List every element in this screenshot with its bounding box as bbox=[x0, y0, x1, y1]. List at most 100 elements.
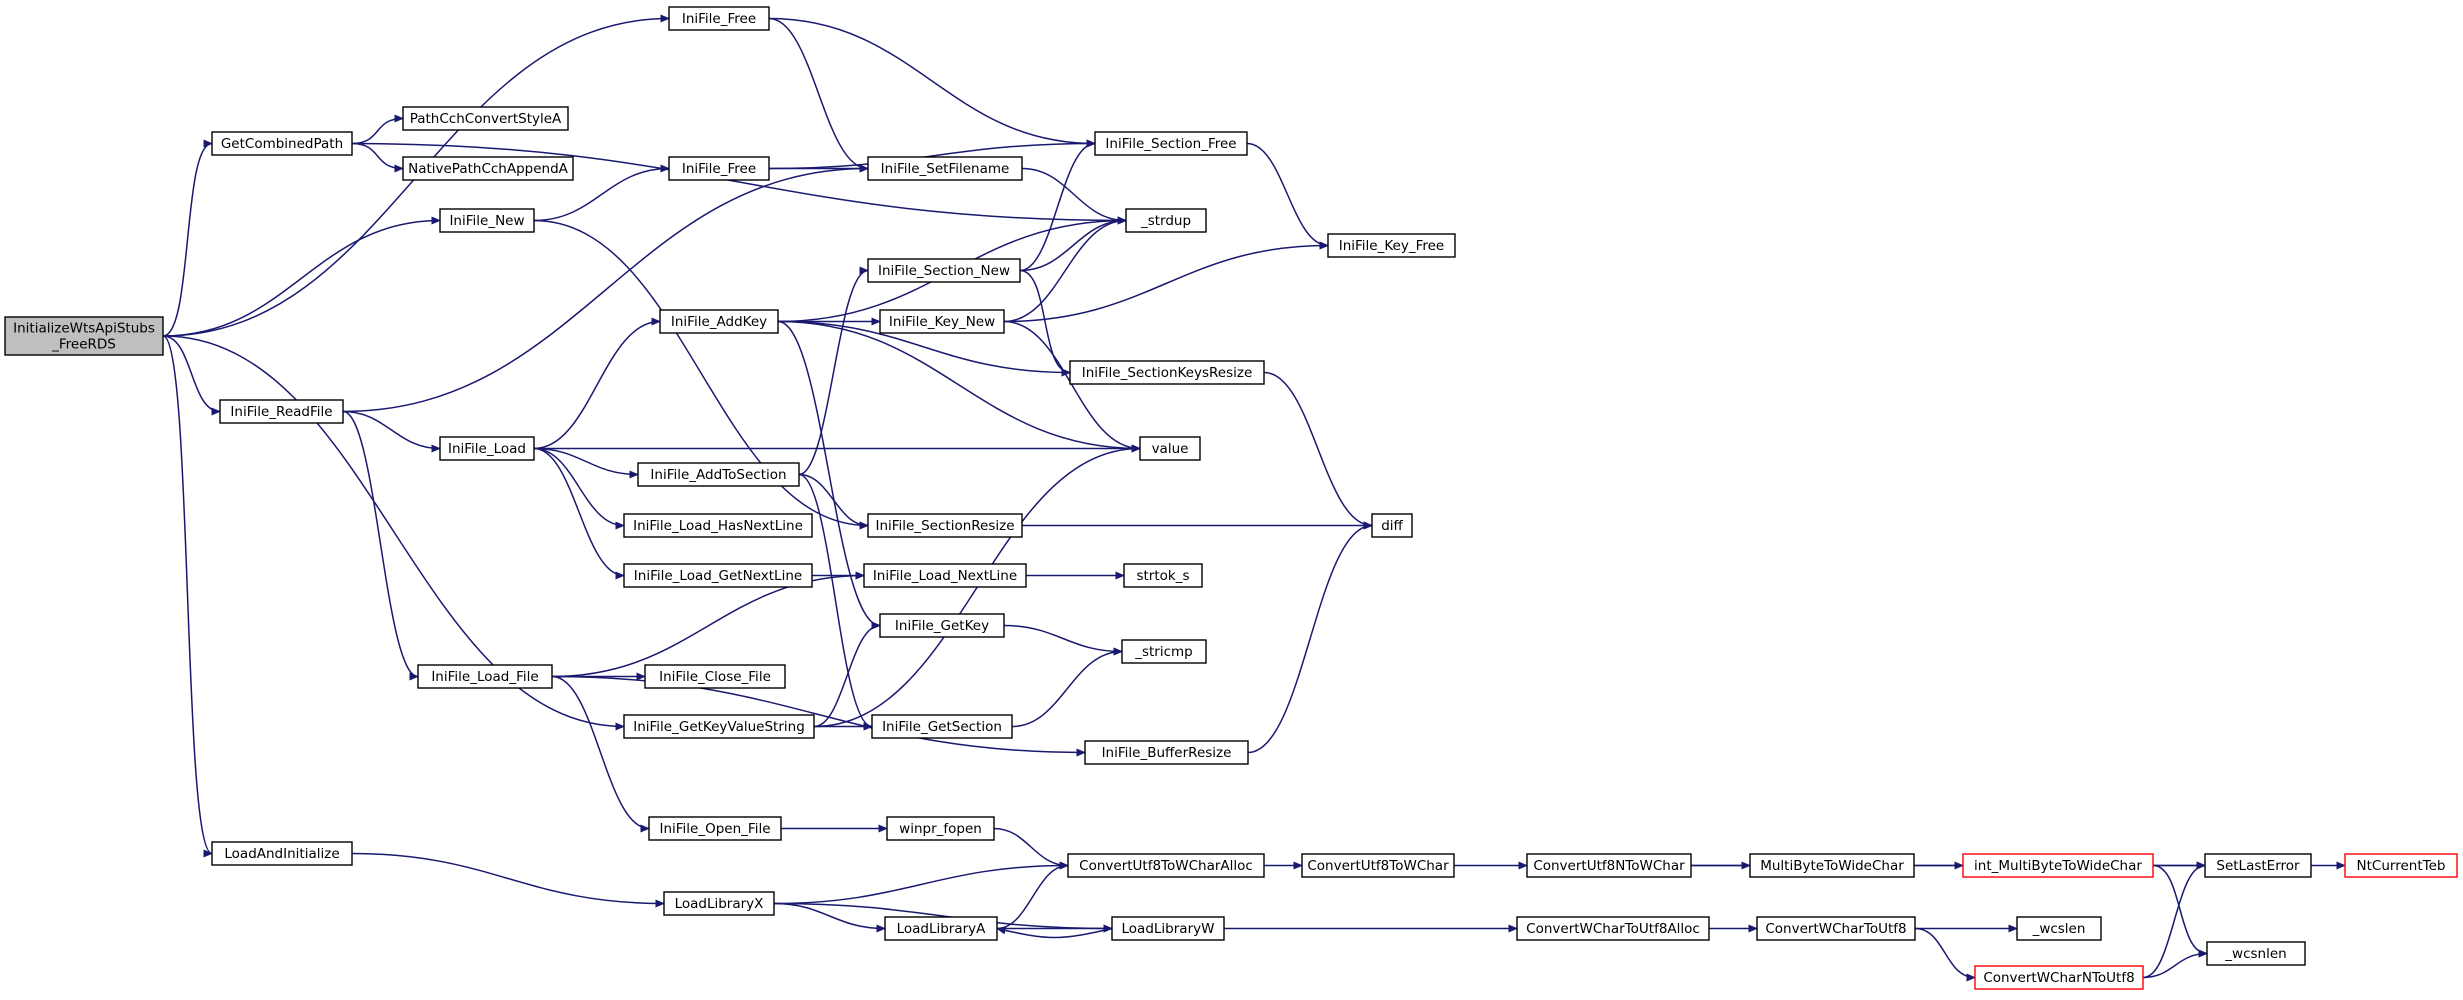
node-label: IniFile_Key_New bbox=[889, 314, 995, 330]
node-label: IniFile_GetKey bbox=[895, 618, 989, 634]
node-wcslen[interactable]: _wcslen bbox=[2016, 916, 2102, 941]
edge-line bbox=[768, 17, 1095, 144]
node-inifile-open-file[interactable]: IniFile_Open_File bbox=[648, 816, 782, 841]
node-root[interactable]: InitializeWtsApiStubs_FreeRDS bbox=[4, 316, 164, 356]
edge-line bbox=[533, 219, 868, 526]
edge-inifile_load-to-inifile_addtosection bbox=[533, 447, 638, 475]
edge-line bbox=[777, 320, 1140, 449]
edge-line bbox=[342, 410, 440, 449]
node-inifile-free-mid[interactable]: IniFile_Free bbox=[668, 156, 770, 181]
node-box bbox=[4, 316, 164, 356]
node-inifile-getsection[interactable]: IniFile_GetSection bbox=[871, 714, 1013, 739]
node-box bbox=[402, 156, 574, 181]
node-loadandinitialize[interactable]: LoadAndInitialize bbox=[211, 841, 353, 866]
node-box bbox=[648, 816, 782, 841]
node-label: IniFile_Load_GetNextLine bbox=[634, 568, 802, 584]
edge-inifile_section_new-to-inifile_section_free bbox=[1019, 144, 1095, 272]
edge-inifile_setfilename-to-strdup bbox=[1021, 167, 1126, 221]
edge-inifile_getkeyvaluestring-to-inifile_getkey bbox=[813, 626, 880, 728]
node-value[interactable]: value bbox=[1139, 436, 1201, 461]
node-wcsnlen[interactable]: _wcsnlen bbox=[2206, 941, 2306, 966]
node-convertwchartoutf8alloc[interactable]: ConvertWCharToUtf8Alloc bbox=[1516, 916, 1710, 941]
node-inifile-getkey[interactable]: IniFile_GetKey bbox=[879, 613, 1005, 638]
node-inifile-section-free[interactable]: IniFile_Section_Free bbox=[1094, 131, 1248, 156]
node-inifile-section-new[interactable]: IniFile_Section_New bbox=[867, 258, 1021, 283]
node-loadlibraryx[interactable]: LoadLibraryX bbox=[663, 891, 775, 916]
node-inifile-sectionresize[interactable]: IniFile_SectionResize bbox=[867, 513, 1023, 538]
node-inifile-load-nextline[interactable]: IniFile_Load_NextLine bbox=[863, 563, 1027, 588]
node-inifile-key-new[interactable]: IniFile_Key_New bbox=[879, 309, 1005, 334]
node-strdup[interactable]: _strdup bbox=[1125, 208, 1207, 233]
node-pathcchconvertstylea[interactable]: PathCchConvertStyleA bbox=[402, 106, 569, 131]
node-setlasterror[interactable]: SetLastError bbox=[2204, 853, 2312, 878]
node-getcombinedpath[interactable]: GetCombinedPath bbox=[211, 131, 353, 156]
node-label: _stricmp bbox=[1134, 644, 1193, 660]
node-convertutf8towcharalloc[interactable]: ConvertUtf8ToWCharAlloc bbox=[1067, 853, 1265, 878]
node-box bbox=[211, 841, 353, 866]
node-box bbox=[1974, 965, 2144, 990]
node-inifile-close-file[interactable]: IniFile_Close_File bbox=[644, 664, 786, 689]
node-stricmp[interactable]: _stricmp bbox=[1121, 639, 1207, 664]
node-box bbox=[1094, 131, 1248, 156]
edge-line bbox=[1263, 371, 1372, 526]
node-inifile-load[interactable]: IniFile_Load bbox=[439, 436, 535, 461]
node-label: IniFile_Close_File bbox=[659, 669, 771, 685]
node-multibytetowidechar[interactable]: MultiByteToWideChar bbox=[1749, 853, 1915, 878]
edge-line bbox=[351, 142, 403, 169]
node-box bbox=[1139, 436, 1201, 461]
node-inifile-free-top[interactable]: IniFile_Free bbox=[668, 6, 770, 31]
node-inifile-load-getnextline[interactable]: IniFile_Load_GetNextLine bbox=[623, 563, 813, 588]
node-label: IniFile_Key_Free bbox=[1339, 238, 1445, 254]
node-convertwchartoutf8[interactable]: ConvertWCharToUtf8 bbox=[1756, 916, 1916, 941]
node-inifile-addtosection[interactable]: IniFile_AddToSection bbox=[637, 462, 800, 487]
edge-inifile_load_file-to-inifile_load_nextline bbox=[551, 576, 864, 678]
node-inifile-readfile[interactable]: IniFile_ReadFile bbox=[219, 399, 344, 424]
node-loadlibraryw[interactable]: LoadLibraryW bbox=[1111, 916, 1225, 941]
edge-inifile_free_mid-to-inifile_section_free bbox=[768, 144, 1095, 170]
node-loadlibrarya[interactable]: LoadLibraryA bbox=[884, 916, 998, 941]
node-box bbox=[659, 309, 779, 334]
node-label: IniFile_Free bbox=[682, 161, 756, 177]
edge-inifile_load-to-inifile_addkey bbox=[533, 322, 660, 450]
edge-line bbox=[798, 473, 872, 727]
node-inifile-addkey[interactable]: IniFile_AddKey bbox=[659, 309, 779, 334]
node-diff[interactable]: diff bbox=[1371, 513, 1413, 538]
node-inifile-load-file[interactable]: IniFile_Load_File bbox=[417, 664, 553, 689]
node-nativepathcchappenda[interactable]: NativePathCchAppendA bbox=[402, 156, 574, 181]
node-box bbox=[1301, 853, 1455, 878]
node-label: IniFile_BufferResize bbox=[1102, 745, 1232, 761]
node-box bbox=[1069, 360, 1265, 385]
edge-line bbox=[1003, 624, 1122, 652]
node-label: NtCurrentTeb bbox=[2357, 858, 2446, 874]
node-strtok-s[interactable]: strtok_s bbox=[1123, 563, 1203, 588]
node-inifile-setfilename[interactable]: IniFile_SetFilename bbox=[867, 156, 1023, 181]
call-edges bbox=[162, 17, 2345, 978]
node-convertwcharntoutf8[interactable]: ConvertWCharNToUtf8 bbox=[1974, 965, 2144, 990]
edge-line bbox=[777, 320, 880, 626]
node-box bbox=[219, 399, 344, 424]
node-inifile-sectionkeysresize[interactable]: IniFile_SectionKeysResize bbox=[1069, 360, 1265, 385]
node-label: IniFile_AddToSection bbox=[650, 467, 786, 483]
node-inifile-load-hasnextline[interactable]: IniFile_Load_HasNextLine bbox=[623, 513, 813, 538]
node-inifile-bufferresize[interactable]: IniFile_BufferResize bbox=[1084, 740, 1249, 765]
node-convertutf8towchar[interactable]: ConvertUtf8ToWChar bbox=[1301, 853, 1455, 878]
node-ntcurrentteb[interactable]: NtCurrentTeb bbox=[2344, 853, 2458, 878]
node-convertutf8ntowchar[interactable]: ConvertUtf8NToWChar bbox=[1526, 853, 1692, 878]
edge-line bbox=[1914, 927, 1975, 978]
edge-inifile_load_file-to-inifile_bufferresize bbox=[551, 675, 1085, 753]
node-box bbox=[1371, 513, 1413, 538]
node-label: diff bbox=[1381, 518, 1403, 534]
edge-line bbox=[162, 221, 440, 337]
edge-line bbox=[342, 169, 868, 413]
edge-line bbox=[773, 902, 885, 929]
node-winpr-fopen[interactable]: winpr_fopen bbox=[886, 816, 995, 841]
node-label: IniFile_GetSection bbox=[882, 719, 1002, 735]
edge-inifile_new-to-inifile_free_mid bbox=[533, 169, 669, 222]
node-int-multibytetowidechar[interactable]: int_MultiByteToWideChar bbox=[1962, 853, 2154, 878]
node-inifile-getkeyvaluestring[interactable]: IniFile_GetKeyValueString bbox=[623, 714, 815, 739]
edge-inifile_free_top-to-inifile_setfilename bbox=[768, 17, 868, 169]
node-inifile-key-free[interactable]: IniFile_Key_Free bbox=[1327, 233, 1456, 258]
edge-line bbox=[813, 626, 880, 728]
node-inifile-new[interactable]: IniFile_New bbox=[439, 208, 535, 233]
node-label: _FreeRDS bbox=[51, 337, 116, 353]
